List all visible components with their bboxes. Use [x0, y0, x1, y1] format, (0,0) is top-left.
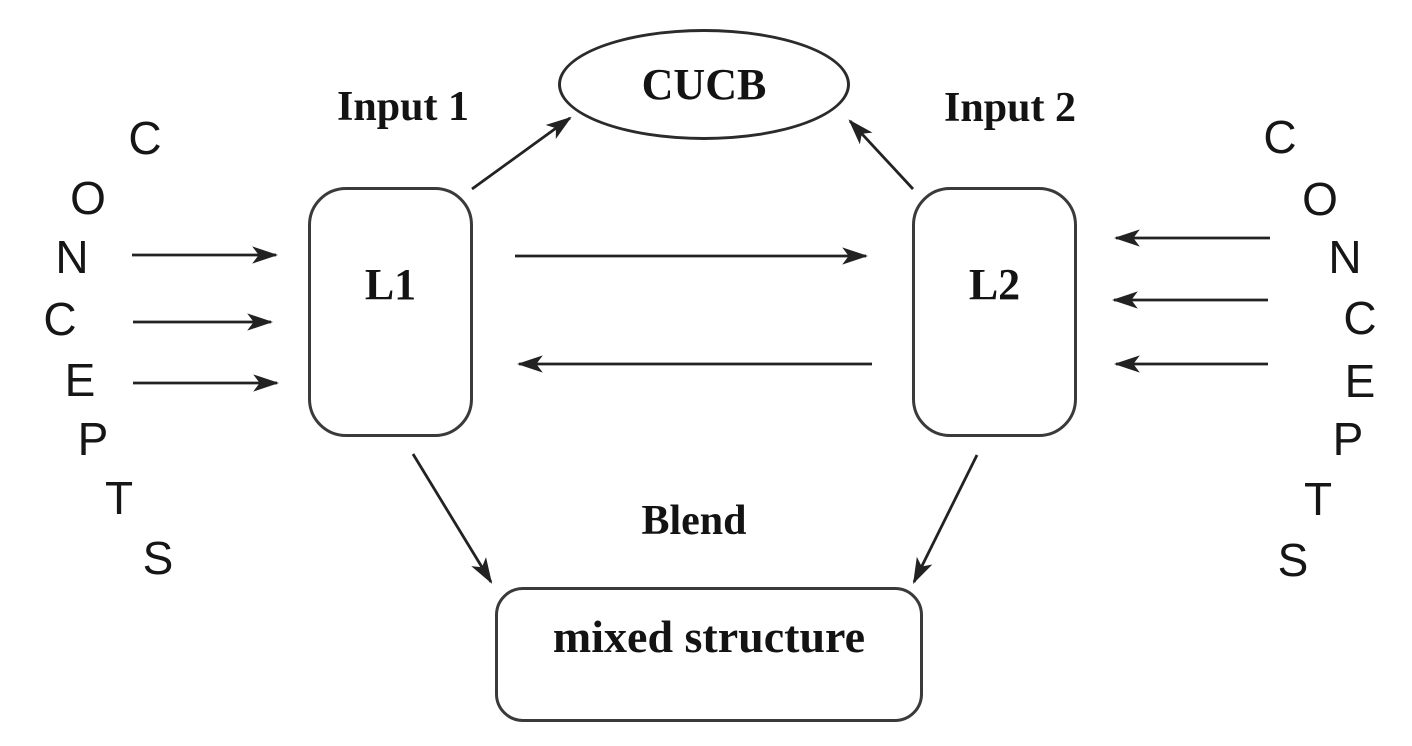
concepts-right-letter: N: [1328, 231, 1362, 283]
l2-label: L2: [968, 259, 1021, 309]
l1-node: L1: [308, 187, 473, 437]
concepts-left-letter: T: [104, 472, 134, 524]
mixed-structure-node: mixed structure: [495, 587, 923, 722]
arrow-l1-to-cucb: [471, 116, 572, 191]
blend-label: Blend: [641, 498, 747, 544]
concepts-right-letter: C: [1343, 292, 1377, 344]
concepts-right-letter: P: [1332, 413, 1364, 465]
concepts-left-letter: O: [70, 172, 106, 224]
cucb-label: CUCB: [641, 60, 767, 109]
cucb-node: CUCB: [558, 29, 850, 140]
arrow-l1-to-mixed: [411, 453, 493, 584]
concepts-right-letter: S: [1277, 534, 1309, 586]
concepts-left-letter: E: [64, 354, 96, 406]
concepts-right-letter: O: [1302, 173, 1338, 225]
concepts-right-letter: E: [1344, 355, 1376, 407]
arrow-l2-to-mixed: [912, 454, 979, 584]
input1-label: Input 1: [337, 84, 469, 130]
concepts-left-letter: N: [55, 231, 89, 283]
concepts-right-letter: T: [1303, 473, 1333, 525]
arrow-l2-to-cucb: [848, 119, 915, 190]
concepts-left-letter: S: [142, 532, 174, 584]
concepts-left-letter: P: [77, 413, 109, 465]
concepts-right-letter: C: [1263, 111, 1297, 163]
l2-node: L2: [912, 187, 1077, 437]
mixed-structure-label: mixed structure: [552, 611, 866, 662]
l1-label: L1: [364, 259, 417, 309]
concepts-left-letter: C: [43, 293, 77, 345]
input2-label: Input 2: [944, 85, 1076, 131]
concepts-left-letter: C: [128, 112, 162, 164]
